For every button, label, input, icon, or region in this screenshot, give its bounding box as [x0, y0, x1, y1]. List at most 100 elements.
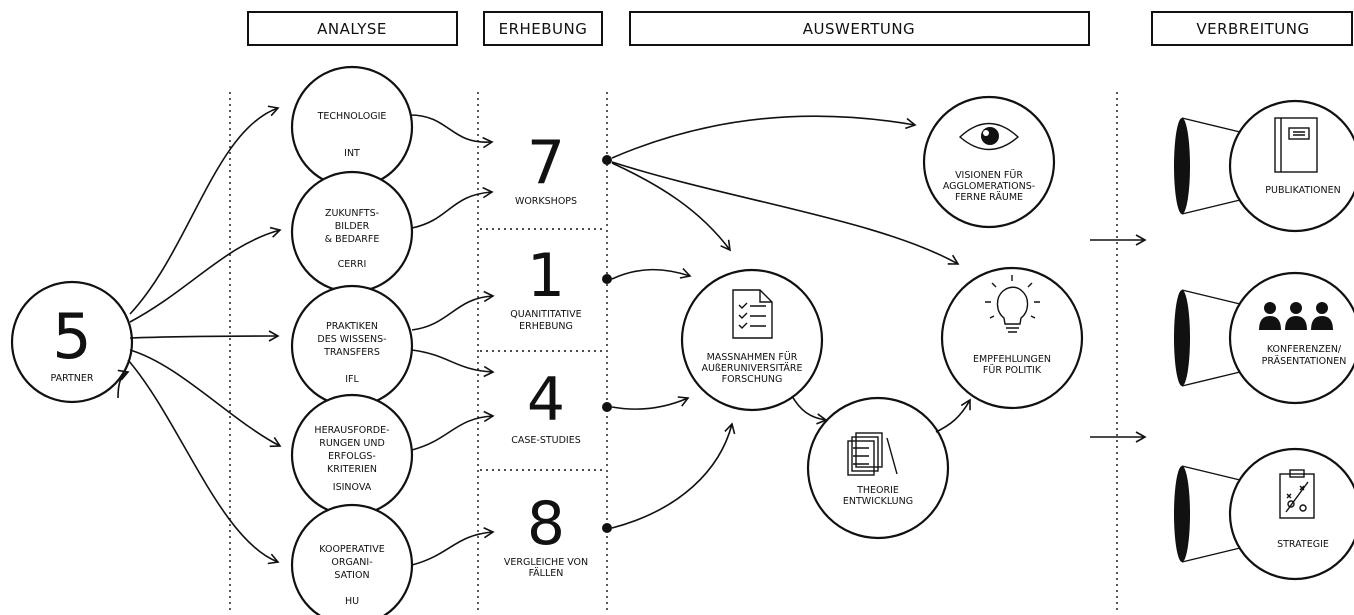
auswertung-label: ENTWICKLUNG: [843, 496, 913, 507]
header-verbreitung-label: VERBREITUNG: [1196, 20, 1309, 38]
audience-icon: [1259, 302, 1333, 330]
verbreitung-publikationen: PUBLIKATIONEN: [1174, 99, 1354, 233]
flow-arrow: [129, 105, 280, 315]
erhebung-quantitative: 1 QUANITITATIVE ERHEBUNG: [510, 241, 581, 332]
eye-icon: [958, 122, 1020, 151]
verbreitung-konferenzen: KONFERENZEN/ PRÄSENTATIONEN: [1174, 271, 1354, 405]
analyse-node-line: ERFOLGS-: [328, 451, 376, 462]
verbreitung-strategie: STRATEGIE: [1174, 447, 1354, 581]
connector-dot: [602, 523, 612, 533]
erhebung-label: FÄLLEN: [529, 568, 564, 579]
auswertung-empfehlungen: EMPFEHLUNGEN FÜR POLITIK: [940, 266, 1084, 410]
auswertung-label: THEORIE: [856, 485, 899, 496]
analyse-node-line: TECHNOLOGIE: [317, 111, 387, 122]
checklist-document-icon: [732, 289, 773, 339]
auswertung-label: AGGLOMERATIONS-: [943, 181, 1035, 192]
analyse-node-line: RUNGEN UND: [319, 438, 385, 449]
erhebung-number: 4: [527, 365, 565, 435]
verbreitung-label: PUBLIKATIONEN: [1265, 185, 1340, 196]
flow-arrow: [611, 267, 692, 280]
flow-arrow: [409, 114, 494, 149]
erhebung-workshops: 7 WORKSHOPS: [515, 128, 577, 207]
erhebung-label: ERHEBUNG: [519, 321, 573, 332]
analyse-node-line: KRITERIEN: [327, 464, 377, 475]
erhebung-number: 1: [527, 241, 565, 311]
analyse-node-line: DES WISSENS-: [317, 334, 386, 345]
flow-arrow: [411, 186, 494, 229]
erhebung-label: CASE-STUDIES: [511, 435, 581, 446]
flow-arrow: [611, 162, 731, 252]
header-verbreitung: VERBREITUNG: [1151, 11, 1353, 46]
flow-arrow: [411, 527, 495, 566]
partner-label: PARTNER: [50, 373, 93, 384]
analyse-node-line: PRAKTIKEN: [326, 321, 378, 332]
strategy-clipboard-icon: [1279, 469, 1315, 519]
erhebung-label: VERGLEICHE VON: [504, 557, 588, 568]
erhebung-label: WORKSHOPS: [515, 196, 577, 207]
erhebung-label: QUANITITATIVE: [510, 309, 581, 320]
analyse-node-line: & BEDARFE: [325, 234, 380, 245]
analyse-node-kooperative: KOOPERATIVE ORGANI- SATION HU: [290, 503, 414, 615]
connector-dot: [602, 402, 612, 412]
flow-arrow: [611, 161, 960, 265]
flow-arrow: [117, 369, 130, 399]
flow-arrow: [791, 395, 828, 425]
analyse-node-org: INT: [344, 148, 360, 159]
partner-number: 5: [52, 300, 91, 373]
flow-arrow: [129, 226, 282, 323]
analyse-node-line: TRANSFERS: [323, 347, 380, 358]
connector-dot: [602, 274, 612, 284]
analyse-node-line: SATION: [334, 570, 369, 581]
analyse-node-org: CERRI: [338, 259, 367, 270]
lightbulb-icon: [985, 275, 1040, 333]
header-erhebung-label: ERHEBUNG: [499, 20, 588, 38]
flow-arrow: [129, 349, 282, 448]
verbreitung-label: STRATEGIE: [1277, 539, 1329, 550]
flow-arrow: [127, 359, 280, 565]
flow-arrow: [611, 115, 917, 159]
flow-arrow: [611, 396, 690, 410]
flow-arrow: [411, 410, 495, 451]
analyse-node-org: HU: [345, 596, 359, 607]
auswertung-label: VISIONEN FÜR: [955, 170, 1023, 181]
header-erhebung: ERHEBUNG: [483, 11, 603, 46]
analyse-node-org: IFL: [345, 374, 359, 385]
header-auswertung-label: AUSWERTUNG: [803, 20, 915, 38]
auswertung-label: FÜR POLITIK: [983, 365, 1042, 376]
auswertung-label: FORSCHUNG: [722, 374, 783, 385]
auswertung-visionen: VISIONEN FÜR AGGLOMERATIONS- FERNE RÄUME: [922, 95, 1056, 229]
auswertung-label: FERNE RÄUME: [955, 192, 1023, 203]
auswertung-label: EMPFEHLUNGEN: [973, 354, 1051, 365]
analyse-node-line: ZUKUNFTS-: [325, 208, 379, 219]
auswertung-label: MASSNAHMEN FÜR: [707, 352, 798, 363]
flow-arrow: [129, 330, 280, 342]
header-analyse: ANALYSE: [247, 11, 458, 46]
auswertung-label: AUßERUNIVERSITÄRE: [701, 363, 802, 374]
flow-arrow: [411, 349, 495, 378]
verbreitung-label: PRÄSENTATIONEN: [1262, 356, 1347, 367]
flow-arrow: [411, 290, 495, 331]
analyse-node-praktiken: PRAKTIKEN DES WISSENS- TRANSFERS IFL: [290, 284, 414, 408]
erhebung-vergleiche: 8 VERGLEICHE VON FÄLLEN: [504, 489, 588, 579]
analyse-node-line: KOOPERATIVE: [319, 544, 384, 555]
auswertung-massnahmen: MASSNAHMEN FÜR AUßERUNIVERSITÄRE FORSCHU…: [680, 268, 824, 412]
book-icon: [1274, 117, 1318, 173]
erhebung-case-studies: 4 CASE-STUDIES: [511, 365, 581, 446]
erhebung-number: 8: [527, 489, 565, 559]
erhebung-number: 7: [527, 128, 565, 198]
analyse-node-line: ORGANI-: [331, 557, 372, 568]
analyse-node-line: HERAUSFORDE-: [314, 425, 389, 436]
connector-dot: [602, 155, 612, 165]
auswertung-theorie: THEORIE ENTWICKLUNG: [806, 396, 950, 540]
analyse-node-herausforderungen: HERAUSFORDE- RUNGEN UND ERFOLGS- KRITERI…: [290, 393, 414, 517]
header-analyse-label: ANALYSE: [317, 20, 387, 38]
analyse-node-technologie: TECHNOLOGIE INT: [290, 65, 414, 189]
analyse-node-zukunftsbilder: ZUKUNFTS- BILDER & BEDARFE CERRI: [290, 170, 414, 294]
flow-arrow: [611, 422, 736, 529]
documents-pen-icon: [847, 432, 898, 476]
verbreitung-label: KONFERENZEN/: [1267, 344, 1342, 355]
flow-arrow: [935, 398, 971, 433]
analyse-node-org: ISINOVA: [333, 482, 372, 493]
header-auswertung: AUSWERTUNG: [629, 11, 1090, 46]
analyse-node-line: BILDER: [335, 221, 370, 232]
